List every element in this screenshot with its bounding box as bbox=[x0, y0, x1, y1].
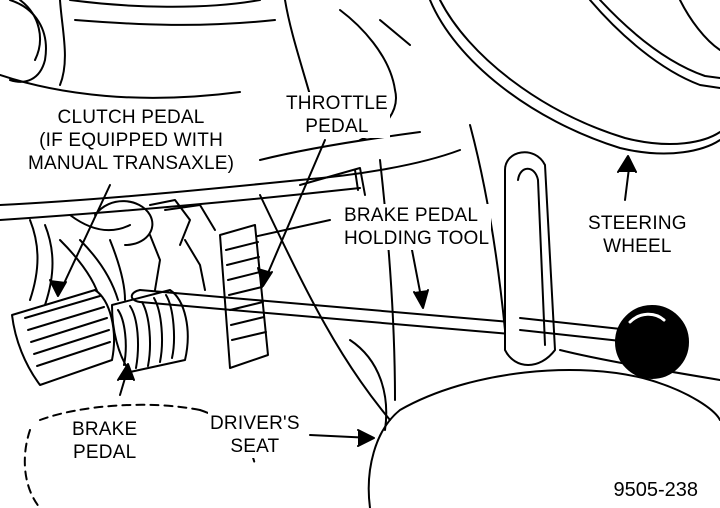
clutch-pedal-label: CLUTCH PEDAL (IF EQUIPPED WITH MANUAL TR… bbox=[26, 106, 237, 175]
holding-tool-label-line-1: BRAKE PEDAL bbox=[344, 205, 479, 226]
throttle-pedal-label-line-1: THROTTLE bbox=[286, 93, 388, 114]
steering-wheel-label-line-1: STEERING bbox=[588, 213, 687, 234]
clutch-pedal-label-line-1: CLUTCH PEDAL bbox=[57, 107, 205, 128]
holding-tool-label-line-2: HOLDING TOOL bbox=[344, 228, 490, 249]
holding-tool-knob bbox=[615, 305, 689, 379]
brake-pedal-label-line-2: PEDAL bbox=[73, 442, 137, 463]
throttle-pedal-drawing bbox=[219, 224, 269, 369]
clutch-pedal-label-line-3: MANUAL TRANSAXLE) bbox=[28, 153, 235, 174]
dashboard-drawing bbox=[0, 0, 506, 421]
steering-wheel-label: STEERING WHEEL bbox=[586, 212, 689, 258]
clutch-pedal-label-line-2: (IF EQUIPPED WITH bbox=[39, 130, 224, 151]
pedal-mechanism-drawing bbox=[29, 199, 216, 306]
steering-wheel-drawing bbox=[429, 0, 720, 155]
brake-pedal-pad bbox=[111, 289, 189, 373]
throttle-pedal-label-line-2: PEDAL bbox=[305, 116, 369, 137]
brake-pedal-holding-tool-label: BRAKE PEDAL HOLDING TOOL bbox=[342, 204, 492, 250]
throttle-pedal-label: THROTTLE PEDAL bbox=[284, 92, 390, 138]
brake-pedal-label: BRAKE PEDAL bbox=[70, 418, 140, 464]
figure-id: 9505-238 bbox=[613, 479, 698, 501]
knob-highlight bbox=[628, 312, 666, 324]
steering-wheel-label-line-2: WHEEL bbox=[603, 236, 672, 257]
drivers-seat-label: DRIVER'S SEAT bbox=[208, 412, 302, 458]
clutch-pedal-pad bbox=[11, 289, 116, 386]
drivers-seat-label-line-1: DRIVER'S bbox=[210, 413, 300, 434]
holding-tool-drawing bbox=[130, 151, 631, 366]
brake-pedal-label-line-1: BRAKE bbox=[72, 419, 138, 440]
leader-lines bbox=[49, 139, 637, 447]
drivers-seat-label-line-2: SEAT bbox=[230, 436, 280, 457]
